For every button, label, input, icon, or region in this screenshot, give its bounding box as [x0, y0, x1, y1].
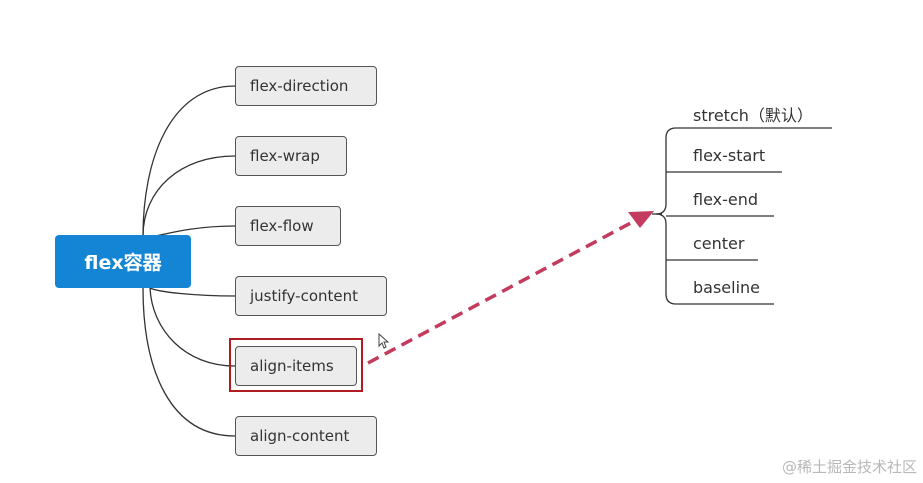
watermark: @稀土掘金技术社区	[781, 458, 917, 476]
branch-line-align-items	[149, 287, 236, 367]
value-bracket-top	[655, 127, 832, 215]
branch-line-align-content	[142, 287, 236, 437]
node-label: align-items	[250, 357, 334, 375]
dashed-arrow-head	[628, 211, 654, 228]
value-flex-end[interactable]: flex-end	[693, 190, 759, 209]
root-node-flex-container[interactable]: flex容器	[55, 235, 191, 288]
branch-line-flex-wrap	[142, 155, 236, 237]
node-flex-direction[interactable]: flex-direction	[235, 66, 377, 106]
value-flex-start[interactable]: flex-start	[693, 146, 766, 165]
node-label: justify-content	[250, 287, 359, 305]
value-center[interactable]: center	[693, 234, 745, 253]
node-label: align-content	[250, 427, 350, 445]
value-baseline[interactable]: baseline	[693, 278, 761, 297]
value-stretch-default[interactable]: stretch（默认）	[693, 106, 813, 125]
node-flex-flow[interactable]: flex-flow	[235, 206, 341, 246]
node-flex-wrap[interactable]: flex-wrap	[235, 136, 347, 176]
node-label: flex-flow	[250, 217, 314, 235]
node-label: flex-wrap	[250, 147, 320, 165]
mouse-cursor-icon	[378, 333, 390, 349]
value-bracket-bottom	[655, 213, 774, 305]
highlight-frame	[229, 338, 363, 392]
branch-line-justify-content	[149, 287, 236, 297]
node-label: flex-direction	[250, 77, 349, 95]
node-justify-content[interactable]: justify-content	[235, 276, 387, 316]
dashed-arrow-line	[367, 216, 641, 365]
node-align-items[interactable]: align-items	[235, 346, 357, 386]
branch-line-flex-direction	[142, 85, 236, 237]
root-node-label: flex容器	[84, 252, 162, 274]
node-align-content[interactable]: align-content	[235, 416, 377, 456]
